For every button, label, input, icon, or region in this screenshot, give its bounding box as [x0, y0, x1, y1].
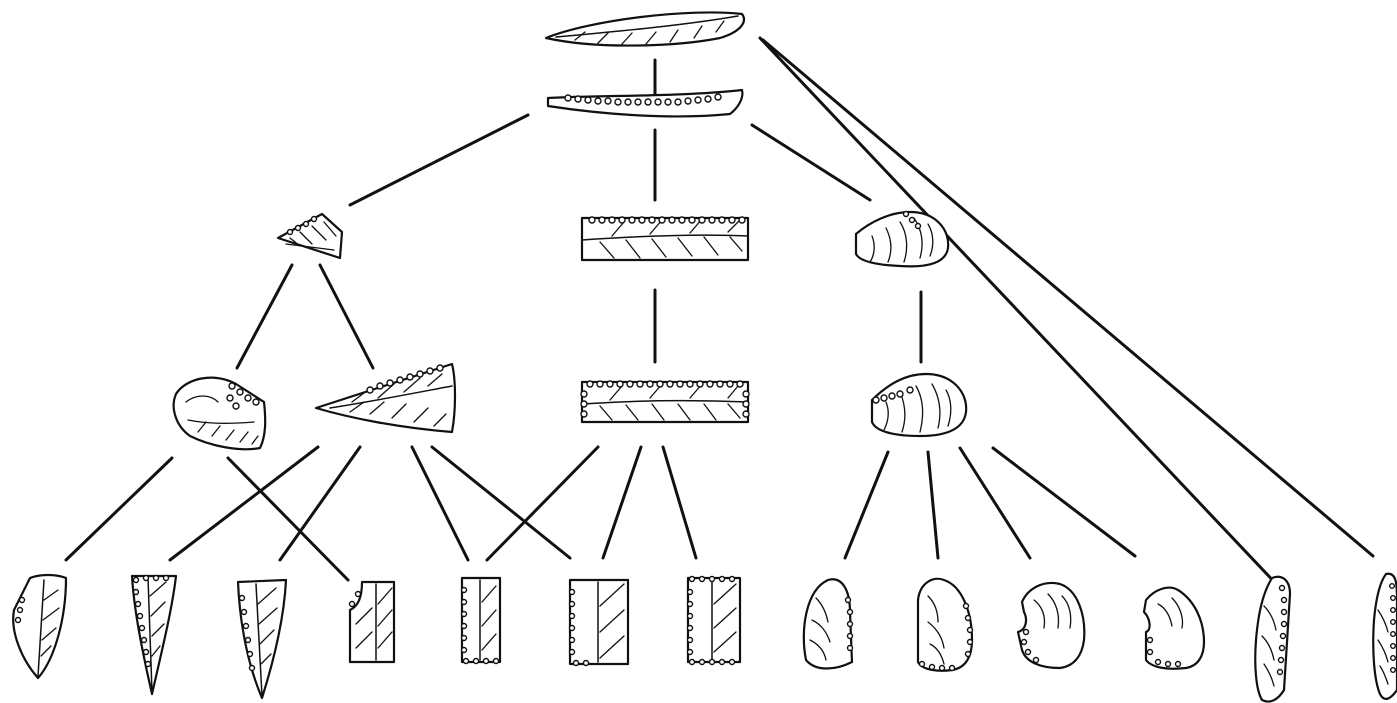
retouch-marks: [1276, 584, 1288, 676]
connector-line: [348, 113, 530, 207]
connector-line: [318, 263, 375, 370]
connector-line: [226, 456, 350, 582]
connector-line: [750, 123, 872, 202]
retouch-marks: [588, 216, 746, 224]
retouch-marks: [918, 602, 974, 672]
backed-bladelet-icon: [1254, 575, 1292, 703]
scraper-icon: [172, 376, 267, 451]
connector-line: [843, 450, 890, 560]
connector-line: [758, 36, 1282, 590]
rectangle-segment-icon: [580, 380, 750, 424]
retouch-marks: [568, 588, 590, 667]
retouch-marks: [686, 575, 736, 666]
backed-bladelet-icon: [1372, 572, 1397, 700]
connector-lines: [64, 36, 1375, 590]
backed-point-icon: [236, 578, 288, 700]
connector-line: [430, 445, 572, 560]
scraper-icon: [854, 210, 950, 268]
bitruncated-rectangle-icon: [686, 575, 742, 666]
connector-line: [485, 445, 600, 562]
triangle-icon: [276, 212, 344, 260]
notched-scraper-icon: [1142, 586, 1206, 670]
connector-line: [991, 446, 1137, 558]
retouch-marks: [366, 364, 444, 394]
bitruncated-rectangle-icon: [460, 576, 502, 665]
pointed-leaf-icon: [12, 573, 68, 680]
rounded-scraper-icon: [802, 578, 854, 670]
rectangle-segment-icon: [580, 216, 750, 262]
scraper-icon: [870, 372, 968, 438]
connector-line: [235, 263, 294, 370]
retouch-marks: [580, 380, 750, 418]
connector-line: [64, 456, 174, 562]
connector-line: [168, 445, 320, 562]
connector-line: [761, 38, 1375, 558]
rounded-scraper-icon: [916, 577, 974, 672]
leaf-blade-icon: [544, 11, 746, 47]
connector-line: [278, 445, 362, 562]
retouch-marks: [564, 93, 722, 106]
retouch-marks: [132, 574, 170, 668]
connector-line: [410, 445, 470, 562]
connector-line: [601, 445, 643, 560]
connector-line: [661, 445, 698, 560]
retouch-marks: [1388, 583, 1396, 674]
retouch-marks: [460, 586, 500, 665]
notched-rectangle-icon: [348, 580, 396, 664]
connector-line: [926, 450, 940, 560]
triangle-icon: [314, 362, 457, 434]
backed-point-icon: [130, 574, 178, 696]
bitruncated-rectangle-icon: [568, 578, 630, 667]
connector-line: [958, 446, 1032, 560]
backed-blade-icon: [546, 88, 744, 118]
notched-scraper-icon: [1016, 581, 1086, 670]
